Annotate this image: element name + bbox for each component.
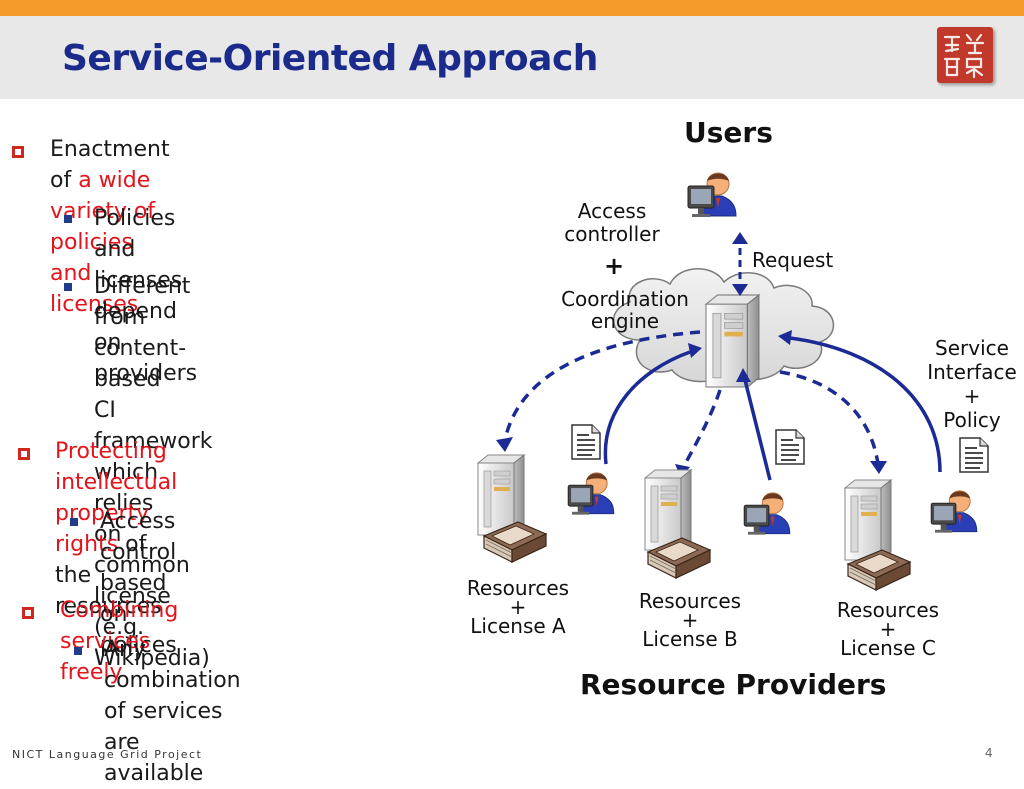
server-icon	[844, 479, 892, 561]
server-icon	[644, 469, 692, 551]
line: Resources	[466, 576, 570, 600]
line: +	[879, 617, 897, 641]
line: CI framework which relies	[94, 398, 213, 516]
request-label: Request	[752, 248, 834, 272]
plus-label: +	[604, 252, 625, 280]
dashed-arrow-to-c	[779, 370, 880, 465]
bullet-1-part-2: a wide variety of	[50, 168, 156, 224]
solid-arrow-from-b	[743, 379, 772, 481]
sub-bullet-marker-icon	[64, 283, 72, 291]
title-band	[0, 16, 1024, 99]
diagram-canvas	[477, 172, 989, 591]
resources-license-a-label: Resources + License A	[456, 576, 580, 638]
sub-bullet-1-1: Policies and licenses depend on provider…	[94, 203, 197, 389]
sub-bullet-marker-icon	[70, 518, 78, 526]
line: License C	[840, 636, 936, 660]
bullet-2-part-2: rights	[55, 532, 119, 557]
bullet-1-text: Enactment of a wide variety of policies …	[50, 134, 170, 320]
resources-license-c-label: Resources + License C	[826, 598, 950, 660]
document-icon	[959, 437, 989, 473]
arrowhead	[688, 343, 702, 358]
logo-seal-icon	[937, 27, 993, 83]
line: Resources	[836, 598, 940, 622]
line: License B	[642, 627, 738, 651]
bullet-marker-icon	[12, 146, 24, 158]
sub-bullet-marker-icon	[74, 647, 82, 655]
resources-license-b-label: Resources + License B	[628, 589, 752, 651]
solid-arrow-from-a	[603, 350, 691, 465]
access-controller-label: Access controller	[560, 200, 664, 246]
line: on common license	[94, 522, 190, 609]
solid-arrow-from-c	[789, 336, 942, 473]
document-icon	[571, 424, 601, 460]
dashed-arrow-to-b	[681, 389, 722, 469]
service-interface-label: Service Interface + Policy	[920, 336, 1024, 432]
top-accent-bar	[0, 0, 1024, 16]
line: +	[681, 608, 699, 632]
line: Resources	[638, 589, 742, 613]
line: Policy	[943, 408, 1001, 432]
bullet-2-part-3: of the resources	[55, 532, 162, 619]
arrowhead	[496, 437, 513, 452]
line: Policies and licenses depend	[94, 206, 183, 324]
bullet-marker-icon	[18, 448, 30, 460]
user-at-computer-icon	[567, 472, 615, 516]
coordination-engine-label: Coordination engine	[554, 288, 696, 332]
bullet-marker-icon	[22, 607, 34, 619]
sub-bullet-marker-icon	[64, 215, 72, 223]
line: Access control based on	[100, 509, 177, 627]
line: Access	[577, 199, 647, 223]
arrowhead	[870, 461, 887, 474]
line: (e.g. Wikipedia)	[94, 615, 210, 671]
bullet-2-part-1: Protecting intellectual property	[55, 439, 178, 526]
sub-bullet-1-2: Different from content-based CI framewor…	[94, 271, 212, 674]
line: controller	[564, 222, 660, 246]
line: License A	[470, 614, 566, 638]
user-at-computer-icon	[930, 490, 978, 534]
server-icon	[705, 294, 760, 388]
line: engine	[590, 309, 660, 333]
line: Coordination	[561, 287, 689, 311]
request-arrow	[732, 232, 748, 296]
user-at-computer-icon	[743, 492, 791, 536]
line: +	[509, 595, 527, 619]
bullet-1-part-3: policies and licenses	[50, 230, 139, 317]
line: Different from content-based	[94, 274, 191, 392]
arrowhead	[778, 330, 792, 345]
resource-providers-label: Resource Providers	[580, 668, 887, 701]
user-at-computer-icon	[687, 172, 737, 218]
bullet-1-part-1: Enactment of	[50, 137, 170, 193]
line: Service	[935, 336, 1009, 360]
footer-project-name: NICT Language Grid Project	[12, 748, 203, 761]
arrowhead	[736, 368, 751, 382]
page-number: 4	[985, 746, 993, 760]
line: Interface	[927, 360, 1017, 384]
users-label: Users	[684, 116, 773, 149]
document-icon	[775, 429, 805, 465]
bullet-2-text: Protecting intellectual property rights …	[55, 436, 177, 622]
slide-title: Service-Oriented Approach	[62, 38, 598, 79]
line: polices	[100, 633, 177, 658]
line: +	[963, 384, 981, 408]
dashed-arrow-to-a	[503, 330, 701, 441]
sub-bullet-2-1: Access control based on polices	[100, 506, 177, 661]
line: on providers	[94, 330, 198, 386]
line: Any combination of services	[104, 637, 241, 724]
